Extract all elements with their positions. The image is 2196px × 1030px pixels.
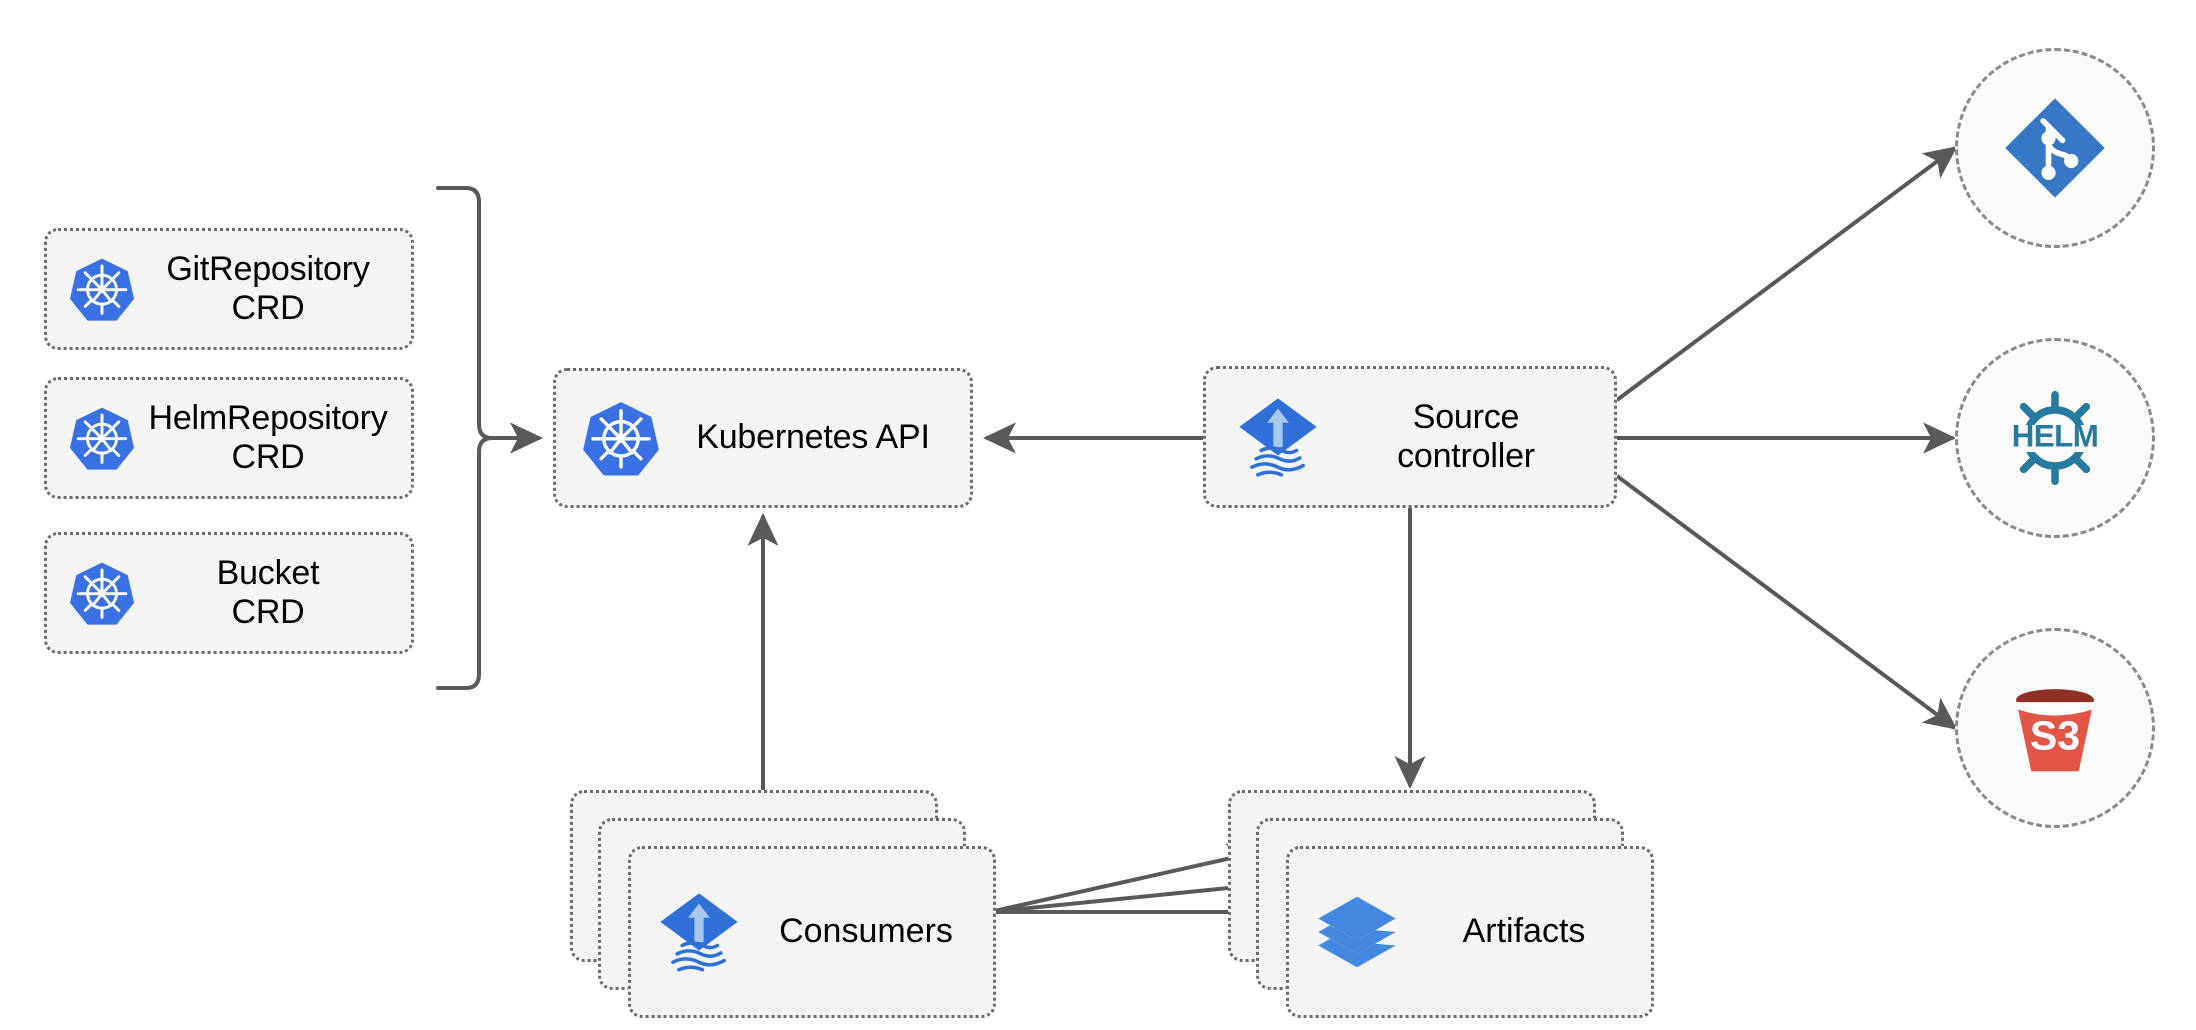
flux-icon xyxy=(657,890,741,974)
crd-label: GitRepository CRD xyxy=(166,249,370,327)
kubernetes-icon xyxy=(582,399,660,477)
helm-icon: HELM xyxy=(2001,384,2109,492)
node-source-controller[interactable]: Source controller xyxy=(1203,366,1617,508)
consumers-card-front[interactable]: Consumers xyxy=(628,846,996,1018)
crd-box-bucket[interactable]: Bucket CRD xyxy=(44,532,414,654)
node-label: Source controller xyxy=(1397,397,1535,475)
git-icon xyxy=(2001,94,2109,202)
source-circle-git[interactable] xyxy=(1955,48,2155,248)
kubernetes-icon xyxy=(69,256,135,322)
crd-box-helmrepository[interactable]: HelmRepository CRD xyxy=(44,377,414,499)
s3-icon: S3 xyxy=(2001,674,2109,782)
node-label: Consumers xyxy=(779,912,953,951)
crd-label: Bucket CRD xyxy=(216,553,320,631)
node-kubernetes-api[interactable]: Kubernetes API xyxy=(553,368,973,508)
flux-icon xyxy=(1236,395,1320,479)
svg-text:S3: S3 xyxy=(2030,713,2080,759)
layers-icon xyxy=(1315,890,1399,974)
edge-source-controller-to-git xyxy=(1615,146,1958,402)
edge-source-controller-to-s3 xyxy=(1615,474,1958,730)
crd-group-bracket xyxy=(436,186,494,690)
node-label: Kubernetes API xyxy=(696,418,930,457)
source-circle-s3[interactable]: S3 xyxy=(1955,628,2155,828)
artifacts-card-front[interactable]: Artifacts xyxy=(1286,846,1654,1018)
source-circle-helm[interactable]: HELM xyxy=(1955,338,2155,538)
kubernetes-icon xyxy=(69,560,135,626)
node-label: Artifacts xyxy=(1462,912,1586,951)
svg-text:HELM: HELM xyxy=(2012,419,2099,454)
crd-label: HelmRepository CRD xyxy=(148,398,388,476)
kubernetes-icon xyxy=(69,405,135,471)
edge-consumers-to-artifacts-1 xyxy=(989,843,1261,914)
crd-box-gitrepository[interactable]: GitRepository CRD xyxy=(44,228,414,350)
